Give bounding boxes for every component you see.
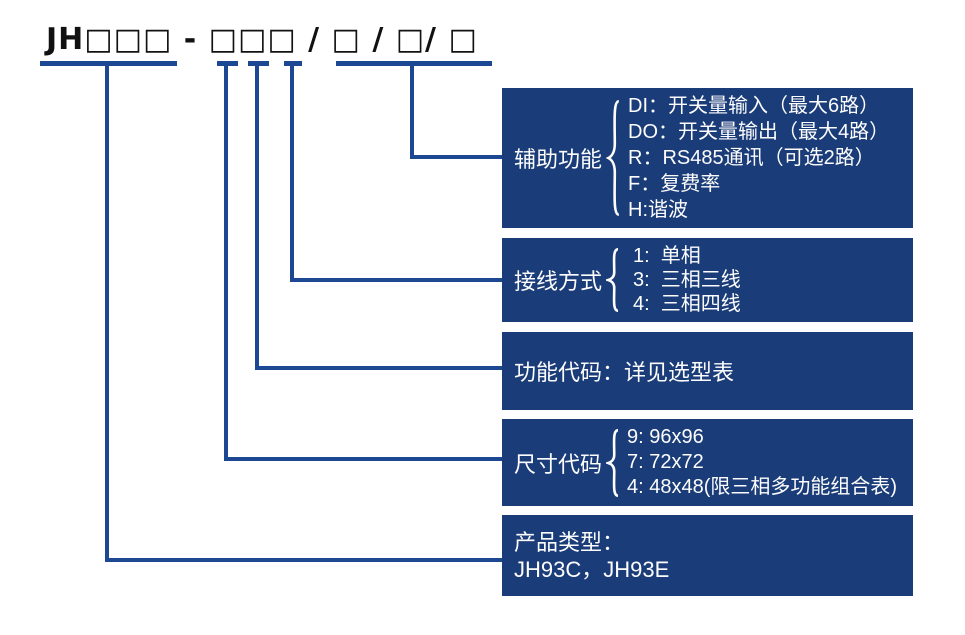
aux-item-f: F：复费率: [628, 173, 721, 195]
info-box-product-type: 产品类型： JH93C，JH93E: [502, 515, 913, 596]
wiring-item-3: 3: 三相三线: [633, 269, 741, 291]
wiring-item-4: 4: 三相四线: [633, 293, 741, 315]
connector-size-horizontal: [224, 457, 502, 461]
function-code-text: 功能代码：详见选型表: [514, 360, 735, 385]
aux-item-do: DO：开关量输出（最大4路）: [628, 121, 890, 143]
info-box-wiring-mode: 接线方式 1: 单相 3: 三相三线 4: 三相四线: [502, 238, 913, 322]
underline-aux-functions: [336, 61, 492, 66]
curly-brace-icon: [606, 429, 621, 497]
size-item-9: 9: 96x96: [627, 426, 704, 448]
connector-product-vertical: [105, 63, 109, 562]
aux-functions-items: DI：开关量输入（最大6路） DO：开关量输出（最大4路） R：RS485通讯（…: [628, 93, 889, 223]
connector-aux-vertical: [410, 63, 414, 159]
info-box-function-code: 功能代码：详见选型表: [502, 332, 913, 410]
info-box-aux-functions: 辅助功能 DI：开关量输入（最大6路） DO：开关量输出（最大4路） R：RS4…: [502, 88, 913, 228]
wiring-item-1: 1: 单相: [633, 245, 701, 267]
curly-brace-icon: [606, 99, 622, 217]
aux-item-r: R：RS485通讯（可选2路）: [628, 147, 875, 169]
connector-aux-horizontal: [410, 155, 502, 159]
wiring-mode-label: 接线方式: [514, 269, 603, 294]
connector-wiring-horizontal: [290, 278, 502, 282]
size-code-items: 9: 96x96 7: 72x72 4: 48x48(限三相多功能组合表): [627, 425, 897, 500]
aux-item-di: DI：开关量输入（最大6路）: [628, 95, 880, 117]
connector-size-vertical: [224, 63, 228, 461]
product-type-lines: 产品类型： JH93C，JH93E: [514, 529, 669, 583]
connector-function-vertical: [255, 63, 259, 370]
size-item-4: 4: 48x48(限三相多功能组合表): [627, 476, 898, 498]
curly-brace-icon: [606, 248, 621, 312]
aux-functions-label: 辅助功能: [514, 147, 603, 172]
connector-product-horizontal: [105, 558, 502, 562]
info-box-size-code: 尺寸代码 9: 96x96 7: 72x72 4: 48x48(限三相多功能组合…: [502, 419, 913, 506]
wiring-mode-items: 1: 单相 3: 三相三线 4: 三相四线: [633, 244, 741, 316]
product-type-models: JH93C，JH93E: [514, 556, 670, 582]
connector-function-horizontal: [255, 366, 502, 370]
product-type-label: 产品类型：: [514, 529, 625, 555]
size-item-7: 7: 72x72: [627, 451, 704, 473]
model-code-title: JH□□□ - □□□ / □ / □/ □: [46, 22, 478, 57]
aux-item-h: H:谐波: [628, 199, 689, 221]
connector-wiring-vertical: [290, 63, 294, 282]
size-code-label: 尺寸代码: [514, 451, 603, 477]
